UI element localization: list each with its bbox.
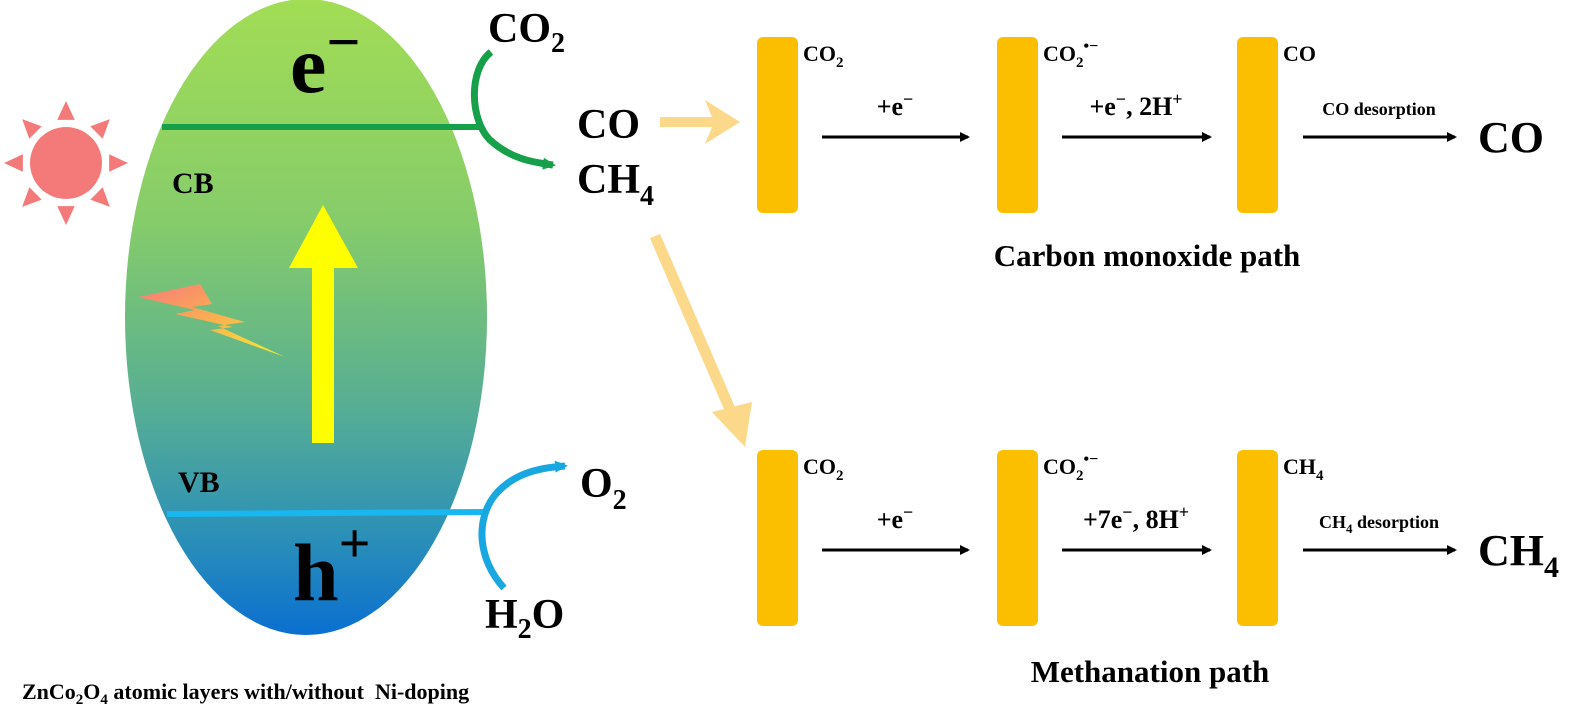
- electron-label: e−: [290, 9, 361, 110]
- flow-arrow-methanation-path: [649, 233, 752, 447]
- reaction-step-label: CO desorption: [1322, 99, 1436, 119]
- sun-ray: [4, 154, 23, 172]
- hole-label: h+: [293, 513, 371, 618]
- adsorbed-species-label: CO2•−: [1043, 451, 1098, 484]
- sun-ray: [22, 119, 42, 139]
- reaction-step-label: +e−: [877, 89, 914, 121]
- adsorbed-species-label: CO2: [803, 454, 844, 484]
- semiconductor-ellipse: [125, 0, 487, 635]
- reaction-step-label: +7e−, 8H+: [1083, 502, 1189, 534]
- catalyst-surface-bar: [997, 450, 1038, 626]
- co-product: CO: [577, 102, 640, 148]
- reduction-arrow: [470, 49, 556, 170]
- h2o-reactant: H2O: [485, 592, 564, 645]
- adsorbed-species-label: CO2•−: [1043, 38, 1098, 71]
- reaction-step-label: CH4 desorption: [1319, 512, 1439, 536]
- path-title: Methanation path: [1031, 654, 1270, 689]
- adsorbed-species-label: CO2: [803, 41, 844, 71]
- final-product-label: CO: [1478, 113, 1544, 162]
- adsorbed-species-label: CH4: [1283, 454, 1324, 484]
- adsorbed-species-label: CO: [1283, 41, 1316, 66]
- o2-product: O2: [580, 461, 627, 516]
- excitation-arrow: [289, 205, 358, 443]
- flow-arrow-co-path: [660, 100, 740, 144]
- sun-icon: [4, 101, 128, 225]
- sun-ray: [90, 187, 110, 207]
- reaction-step-label: +e−, 2H+: [1089, 89, 1182, 121]
- catalyst-surface-bar: [1237, 37, 1278, 213]
- oxidation-arrow: [478, 460, 568, 591]
- lightning-icon: [138, 284, 285, 357]
- vb-label: VB: [178, 466, 220, 499]
- caption: ZnCo2O4 atomic layers with/without Ni-do…: [22, 679, 469, 708]
- catalyst-surface-bar: [757, 450, 798, 626]
- sun-ray: [109, 154, 128, 172]
- co2-reactant: CO2: [488, 6, 565, 59]
- sun-ray: [57, 206, 75, 225]
- ch4-product: CH4: [577, 157, 654, 212]
- catalyst-surface-bar: [757, 37, 798, 213]
- reaction-step-label: +e−: [877, 502, 914, 534]
- catalyst-surface-bar: [1237, 450, 1278, 626]
- final-product-label: CH4: [1478, 526, 1559, 584]
- sun-ray: [90, 119, 110, 139]
- valence-band-line: [166, 509, 486, 517]
- cb-label: CB: [172, 167, 214, 200]
- sun-ray: [22, 187, 42, 207]
- path-title: Carbon monoxide path: [994, 238, 1301, 273]
- sun-ray: [57, 101, 75, 120]
- catalyst-surface-bar: [997, 37, 1038, 213]
